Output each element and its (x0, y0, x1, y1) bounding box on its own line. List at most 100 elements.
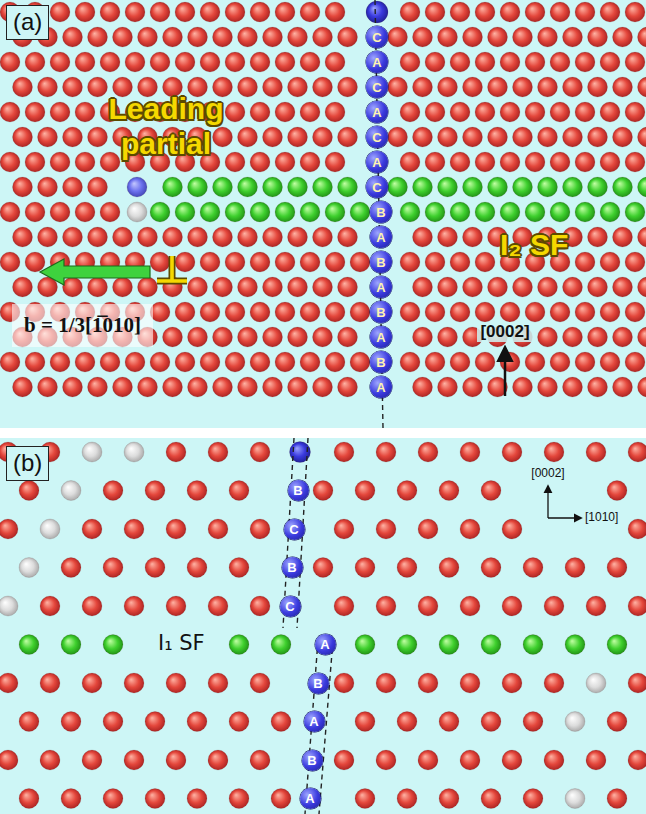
atom (238, 227, 258, 247)
axis-label: [0002] (477, 322, 532, 342)
atom (425, 102, 445, 122)
atom (544, 596, 564, 616)
atom (82, 596, 102, 616)
atom (481, 712, 501, 732)
atom (538, 127, 558, 147)
atom (334, 442, 354, 462)
atom (575, 352, 595, 372)
atom (103, 789, 123, 809)
atom (350, 202, 370, 222)
atom (288, 27, 308, 47)
atom (125, 2, 145, 22)
atom (397, 635, 417, 655)
atom (145, 481, 165, 501)
atom (313, 27, 333, 47)
atom (334, 750, 354, 770)
atom (418, 750, 438, 770)
atom (63, 177, 83, 197)
atom (575, 152, 595, 172)
atom (75, 152, 95, 172)
atom (250, 352, 270, 372)
atom (488, 177, 508, 197)
atom (550, 202, 570, 222)
atom (355, 558, 375, 578)
atom (513, 27, 533, 47)
atom (100, 352, 120, 372)
atom (175, 2, 195, 22)
atom (250, 202, 270, 222)
atom (500, 152, 520, 172)
atom (625, 252, 645, 272)
atom (275, 252, 295, 272)
atom (238, 377, 258, 397)
atom (439, 789, 459, 809)
atom (376, 750, 396, 770)
atom (325, 152, 345, 172)
stacking-atom: B (282, 557, 303, 578)
atom (263, 77, 283, 97)
atom (397, 481, 417, 501)
atom (100, 202, 120, 222)
atom (263, 27, 283, 47)
atom (575, 202, 595, 222)
atom (355, 712, 375, 732)
atom (523, 635, 543, 655)
stacking-atom: A (304, 711, 325, 732)
atom (124, 596, 144, 616)
atom (500, 352, 520, 372)
atom (625, 202, 645, 222)
atom (263, 327, 283, 347)
atom (525, 102, 545, 122)
atom (61, 558, 81, 578)
atom (271, 789, 291, 809)
atom (213, 227, 233, 247)
atom (38, 127, 58, 147)
atom (75, 202, 95, 222)
atom (313, 277, 333, 297)
atom (124, 750, 144, 770)
stacking-atom: C (284, 519, 305, 540)
atom (439, 558, 459, 578)
atom (425, 302, 445, 322)
atom (338, 277, 358, 297)
atom (145, 712, 165, 732)
stacking-letter: A (320, 638, 329, 651)
stacking-atom: A (370, 326, 392, 348)
stacking-letter: A (305, 792, 314, 805)
atom (513, 177, 533, 197)
atom (463, 177, 483, 197)
atom (575, 102, 595, 122)
atom (586, 750, 606, 770)
atom (0, 252, 20, 272)
atom (413, 177, 433, 197)
atom (463, 277, 483, 297)
stacking-atom: B (288, 480, 309, 501)
atom (376, 519, 396, 539)
atom (438, 127, 458, 147)
atom (475, 202, 495, 222)
atom (238, 127, 258, 147)
atom (563, 277, 583, 297)
atom (300, 2, 320, 22)
stacking-atom: C (366, 176, 388, 198)
stacking-atom: C (366, 76, 388, 98)
atom (638, 327, 646, 347)
atom (325, 2, 345, 22)
atom (538, 327, 558, 347)
atom (481, 481, 501, 501)
atom (525, 352, 545, 372)
atom (481, 558, 501, 578)
atom (288, 77, 308, 97)
atom (50, 202, 70, 222)
atom (138, 377, 158, 397)
atom (607, 712, 627, 732)
atom (563, 377, 583, 397)
atom (513, 377, 533, 397)
atom (450, 252, 470, 272)
atom (563, 77, 583, 97)
atom (334, 596, 354, 616)
atom (525, 52, 545, 72)
stacking-letter: C (372, 31, 381, 44)
atom (438, 277, 458, 297)
atom (19, 712, 39, 732)
